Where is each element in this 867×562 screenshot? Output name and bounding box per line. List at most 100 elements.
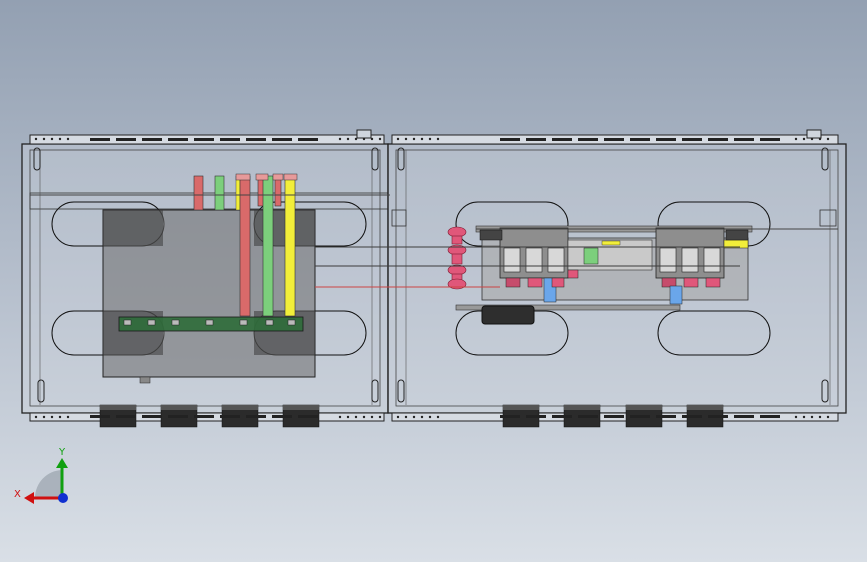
rail-slot <box>142 415 162 418</box>
rail-hole <box>370 415 374 419</box>
rail-slot <box>246 138 266 141</box>
busbar-red-3[interactable] <box>274 175 282 207</box>
left-cabinet[interactable] <box>21 129 389 422</box>
rail-hole <box>436 137 440 141</box>
triad-y-label: Y <box>58 447 66 458</box>
rail-slot <box>116 138 136 141</box>
right-cabinet-inner-frame <box>395 149 839 407</box>
rail-slot <box>682 415 702 418</box>
rail-hole <box>826 415 830 419</box>
busbar-red-main[interactable] <box>239 175 251 317</box>
rail-hole <box>34 415 38 419</box>
rail-slot <box>552 415 572 418</box>
pcb-terminals <box>123 319 296 326</box>
rail-hole <box>42 137 46 141</box>
relay-block[interactable] <box>567 239 653 279</box>
right-hinge-slot-tr <box>821 147 829 171</box>
rail-hole <box>362 415 366 419</box>
rail-hole <box>396 137 400 141</box>
left-top-bracket <box>356 129 372 139</box>
right-hinge-slot-br <box>821 379 829 403</box>
rail-hole <box>428 415 432 419</box>
box-dark-corner-tl <box>103 210 163 246</box>
rail-hole <box>34 137 38 141</box>
rail-hole <box>818 415 822 419</box>
rail-hole <box>338 137 342 141</box>
left-hinge-slot-tl <box>33 147 41 171</box>
terminal-strip-top-right <box>725 229 749 241</box>
rail-slot <box>500 415 520 418</box>
rail-slot <box>526 138 546 141</box>
rail-slot <box>246 415 266 418</box>
dark-bracket-bottom <box>481 305 535 325</box>
rail-slot <box>272 138 292 141</box>
rail-slot <box>734 415 754 418</box>
rail-hole <box>42 415 46 419</box>
right-hinge-slot-bl <box>397 379 405 403</box>
rail-hole <box>378 415 382 419</box>
triad-x-arrow <box>24 492 34 504</box>
rail-slot <box>272 415 292 418</box>
box-bottom-knob <box>139 376 151 384</box>
rail-hole <box>370 137 374 141</box>
axis-triad[interactable]: Y X <box>14 447 68 504</box>
rail-hole <box>66 415 70 419</box>
left-hinge-slot-br <box>371 379 379 403</box>
rail-hole <box>420 137 424 141</box>
rail-slot <box>630 415 650 418</box>
right-hinge-slot-tl <box>397 147 405 171</box>
rail-hole <box>50 137 54 141</box>
rail-hole <box>338 415 342 419</box>
right-side-bracket-l <box>391 209 407 227</box>
bottom-feet-highlights <box>100 405 723 410</box>
rail-slot <box>168 415 188 418</box>
right-oval-cutout-4 <box>657 310 771 356</box>
rail-hole <box>420 415 424 419</box>
rail-hole <box>412 137 416 141</box>
busbar-yellow-1[interactable] <box>235 175 241 211</box>
rail-slot <box>708 415 728 418</box>
right-top-bracket <box>806 129 822 139</box>
rail-hole <box>818 137 822 141</box>
rail-hole <box>378 137 382 141</box>
rail-hole <box>428 137 432 141</box>
rail-hole <box>66 137 70 141</box>
rail-slot <box>656 138 676 141</box>
interconnect-wires <box>30 194 838 288</box>
rail-slot <box>682 138 702 141</box>
busbar-green-main[interactable] <box>262 175 274 317</box>
rail-hole <box>362 137 366 141</box>
rail-slot <box>578 415 598 418</box>
rail-hole <box>810 137 814 141</box>
rail-hole <box>354 415 358 419</box>
rail-slot <box>552 138 572 141</box>
rail-slot <box>90 415 110 418</box>
rail-slot <box>298 415 318 418</box>
rail-hole <box>826 137 830 141</box>
left-cabinet-inner-frame <box>29 149 381 407</box>
rail-hole <box>802 415 806 419</box>
busbar-caps <box>235 173 298 181</box>
rail-slot <box>220 415 240 418</box>
rail-slot <box>168 138 188 141</box>
busbar-green-1[interactable] <box>214 175 225 211</box>
rail-slot <box>526 415 546 418</box>
triad-x-label: X <box>14 489 21 500</box>
rail-slot <box>220 138 240 141</box>
triad-z-axis <box>58 493 68 503</box>
busbar-yellow-main[interactable] <box>284 175 296 317</box>
busbar-red-1[interactable] <box>193 175 204 211</box>
breaker-1[interactable] <box>499 227 569 303</box>
rail-slot <box>298 138 318 141</box>
rail-slot <box>630 138 650 141</box>
rail-slot <box>604 415 624 418</box>
rail-hole <box>794 415 798 419</box>
rail-slot <box>116 415 136 418</box>
right-cabinet[interactable] <box>387 129 847 422</box>
rail-hole <box>436 415 440 419</box>
rail-slot-pattern <box>34 137 830 419</box>
left-hinge-slot-tr <box>371 147 379 171</box>
rail-slot <box>656 415 676 418</box>
